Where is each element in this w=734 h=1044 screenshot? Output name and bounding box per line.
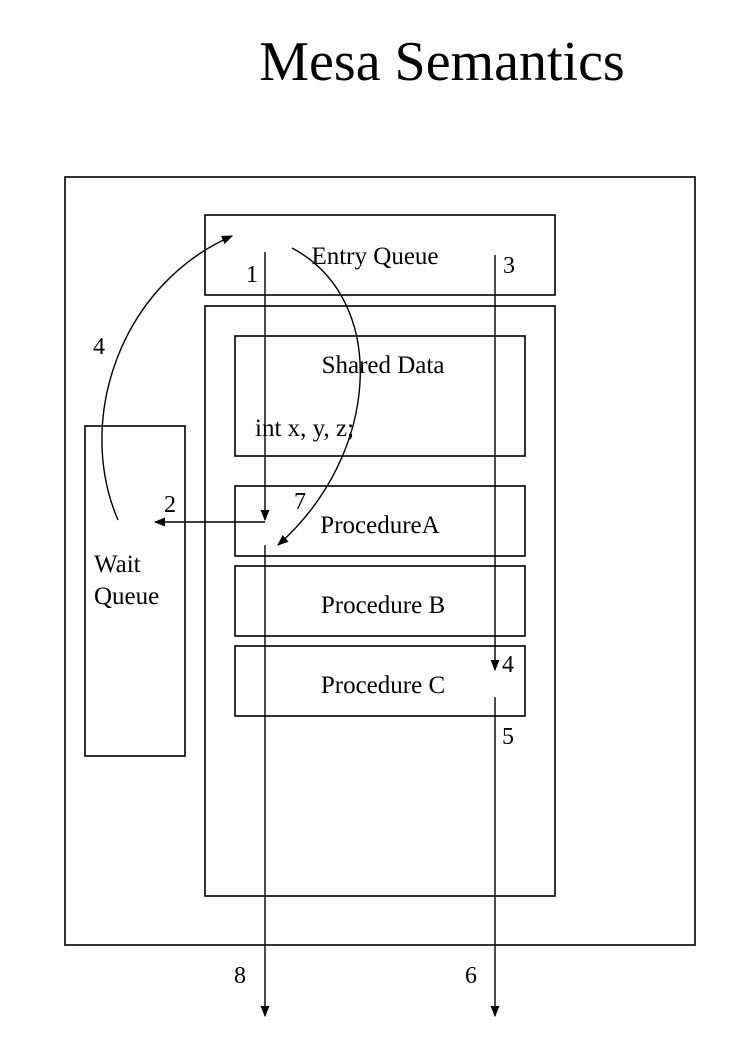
step-label-6: 6 (465, 963, 477, 989)
step-label-4-left: 4 (93, 334, 105, 360)
step-label-8: 8 (234, 963, 246, 989)
step-label-7: 7 (294, 489, 306, 515)
step-label-2: 2 (164, 492, 176, 518)
wait-queue-label-line1: Wait (94, 551, 141, 578)
step-label-1: 1 (246, 262, 258, 288)
monitor-outer-box (64, 176, 696, 946)
flow-7-arrow (277, 247, 361, 546)
monitor-body-box (204, 305, 556, 897)
diagram-title: Mesa Semantics (259, 31, 625, 93)
entry-queue-label: Entry Queue (311, 243, 438, 270)
wait-queue-box (84, 425, 186, 757)
procedure-b-box (234, 565, 526, 637)
entry-queue-box (204, 214, 556, 296)
step-label-5: 5 (502, 724, 514, 750)
step-label-3: 3 (503, 253, 515, 279)
step-label-4-right: 4 (502, 652, 514, 678)
procedure-a-label: ProcedureA (320, 512, 439, 539)
procedure-c-box (234, 645, 526, 717)
procedure-a-box (234, 485, 526, 557)
procedure-b-label: Procedure B (321, 592, 445, 619)
procedure-c-label: Procedure C (321, 672, 445, 699)
shared-vars-label: int x, y, z; (255, 415, 354, 442)
shared-data-label: Shared Data (322, 352, 445, 379)
flow-4-wait-to-entry-arrow (101, 235, 234, 521)
shared-data-box (234, 335, 526, 457)
wait-queue-label-line2: Queue (94, 583, 159, 610)
